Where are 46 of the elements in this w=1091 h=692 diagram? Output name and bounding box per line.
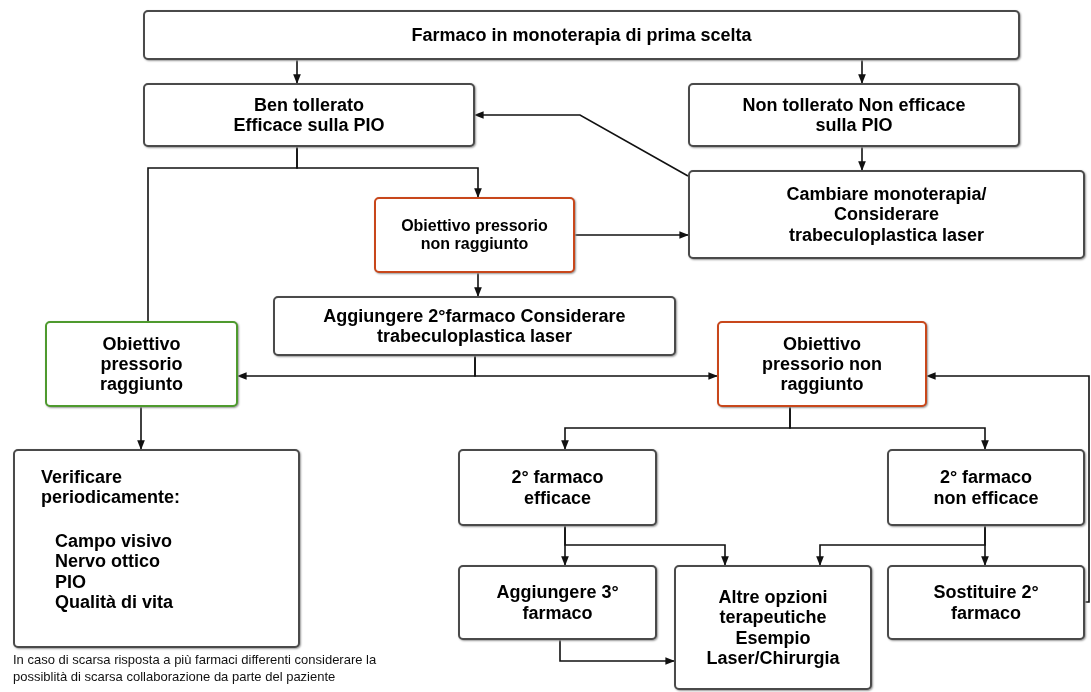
- arrow: [926, 372, 1090, 603]
- process-box: [717, 321, 927, 407]
- box-label: Non tollerato Non efficace sulla PIO: [741, 94, 967, 136]
- arrow: [574, 231, 689, 239]
- list-item: Qualità di vita: [55, 591, 174, 612]
- arrow: [293, 59, 301, 84]
- list-item: PIO: [55, 571, 86, 592]
- process-box: [688, 83, 1020, 147]
- box-label: Farmaco in monoterapia di prima scelta: [411, 24, 752, 46]
- process-box: [13, 449, 300, 648]
- list-item: Nervo ottico: [55, 551, 160, 572]
- process-box: [45, 321, 238, 407]
- box-label: Obiettivo pressorio raggiunto: [99, 333, 184, 395]
- box-label: Aggiungere 2°farmaco Considerare trabeculoplastica laser: [322, 305, 627, 347]
- process-box: [143, 83, 475, 147]
- arrow: [137, 406, 145, 450]
- box-label: Aggiungere 3° farmaco: [495, 582, 620, 623]
- box-label: 2° farmaco efficace: [510, 467, 605, 508]
- footnote: In caso di scarsa risposta a più farmaci differenti considerare la possiblità di scarsa collaborazione da parte del paziente: [13, 652, 378, 686]
- arrow: [789, 406, 989, 450]
- arrow: [858, 59, 866, 84]
- process-box: [674, 565, 872, 690]
- arrow: [474, 355, 718, 380]
- arrow: [474, 272, 482, 297]
- process-box: [887, 449, 1085, 526]
- process-box: [143, 10, 1020, 60]
- box-label: Obiettivo pressorio non raggiunto: [400, 217, 549, 253]
- process-box: [458, 565, 657, 640]
- arrow: [858, 146, 866, 171]
- box-label: Altre opzioni terapeutiche Esempio Laser/Chirurgia: [705, 587, 841, 668]
- process-box: [688, 170, 1085, 259]
- list-item: Campo visivo: [55, 531, 173, 552]
- process-box: [458, 449, 657, 526]
- process-box: [273, 296, 676, 356]
- box-label: Verificare periodicamente:: [41, 467, 182, 508]
- arrow: [559, 639, 675, 665]
- box-label: Ben tollerato Efficace sulla PIO: [232, 94, 386, 136]
- box-label: Sostituire 2° farmaco: [932, 582, 1040, 623]
- arrow: [981, 525, 989, 566]
- box-label: Cambiare monoterapia/ Considerare trabeculoplastica laser: [785, 184, 988, 245]
- box-label: 2° farmaco non efficace: [932, 467, 1040, 508]
- process-box: [374, 197, 575, 273]
- process-box: [887, 565, 1085, 640]
- arrow: [564, 525, 729, 566]
- box-label: Obiettivo pressorio non raggiunto: [761, 333, 883, 395]
- arrow: [474, 111, 689, 177]
